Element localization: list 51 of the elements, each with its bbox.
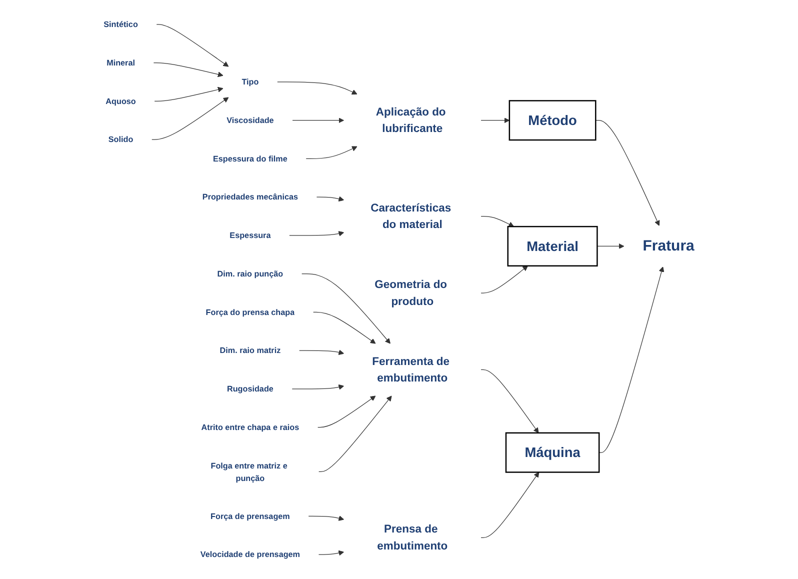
node-text: Rugosidade <box>226 384 274 394</box>
node-text: Espessura <box>230 230 271 240</box>
arrow <box>596 243 624 249</box>
arrow <box>480 118 510 124</box>
node-text: Ferramenta de embutimento <box>372 354 450 384</box>
node-text: Prensa de embutimento <box>377 522 448 552</box>
arrow <box>480 216 514 227</box>
arrow <box>308 516 344 521</box>
node-text: Atrito entre chapa e raios <box>201 422 300 432</box>
node-box: Método <box>508 100 596 141</box>
arrow <box>480 266 528 294</box>
node-text: Tipo <box>242 77 259 87</box>
node-text: Propriedades mecânicas <box>202 192 298 202</box>
arrow <box>598 266 664 453</box>
arrow <box>152 97 229 140</box>
node-box: Máquina <box>505 432 600 473</box>
arrow <box>302 274 390 344</box>
node-text: Solido <box>108 134 134 144</box>
node-text: Velocidade de prensagem <box>200 550 300 560</box>
node-text: Folga entre matriz e punção <box>210 460 288 482</box>
arrow <box>154 86 224 102</box>
arrow <box>289 230 344 236</box>
node-text: Viscosidade <box>226 116 274 125</box>
node-text: Mineral <box>106 58 135 68</box>
arrow <box>292 384 344 390</box>
arrow <box>313 312 376 344</box>
arrow <box>318 396 392 472</box>
arrow <box>156 24 229 67</box>
node-text: Força do prensa chapa <box>206 307 295 317</box>
arrow <box>299 350 344 356</box>
arrow <box>480 369 539 434</box>
node-box: Material <box>507 226 598 266</box>
node-text: Características do material <box>370 201 452 231</box>
node-text: Espessura do filme <box>213 154 288 164</box>
node-text: Dim. raio punção <box>217 268 284 278</box>
arrow <box>306 146 358 160</box>
node-text: Geometria do produto <box>374 278 448 308</box>
arrow <box>153 62 224 78</box>
node-text: Dim. raio matriz <box>220 346 281 356</box>
node-text: Aquoso <box>106 96 136 106</box>
node-text: Força de prensagem <box>210 511 290 521</box>
arrow <box>292 118 344 124</box>
node-text: Aplicação do lubrificante <box>376 105 446 135</box>
arrow <box>277 82 358 95</box>
arrow <box>318 550 344 556</box>
arrow <box>318 396 376 428</box>
node-text: Sintético <box>104 20 138 29</box>
node-text: Fratura <box>642 237 694 254</box>
arrow <box>480 472 540 538</box>
arrow <box>595 120 660 226</box>
arrow <box>316 196 344 202</box>
